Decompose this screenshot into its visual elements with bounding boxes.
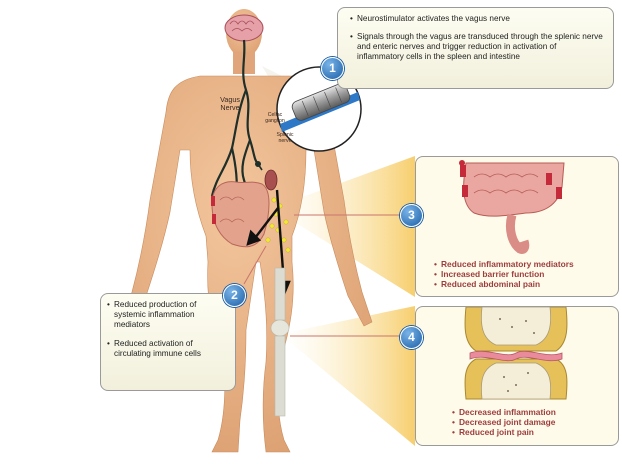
intestine-effects-list: Reduced inflammatory mediators Increased…	[434, 259, 614, 289]
intestine-effect-3: Reduced abdominal pain	[434, 279, 614, 289]
callout2-bullet-2: Reduced activation of circulating immune…	[107, 339, 230, 359]
step-badge-3: 3	[400, 204, 423, 227]
step-badge-2: 2	[223, 284, 246, 307]
callout-neurostimulator: Neurostimulator activates the vagus nerv…	[337, 7, 614, 89]
intestine-effect-2: Increased barrier function	[434, 269, 614, 279]
intestine-effect-1: Reduced inflammatory mediators	[434, 259, 614, 269]
joint-illustration	[416, 307, 620, 403]
callout-intestine: Reduced inflammatory mediators Increased…	[415, 156, 619, 297]
step-badge-1: 1	[321, 57, 344, 80]
joint-effect-1: Decreased inflammation	[452, 407, 614, 417]
joint-effect-3: Reduced joint pain	[452, 427, 614, 437]
callout2-bullet-1: Reduced production of systemic inflammat…	[107, 300, 230, 330]
splenic-nerve-label: Splenic nerve	[274, 132, 296, 144]
callout-systemic-effects: Reduced production of systemic inflammat…	[100, 293, 236, 391]
beam-to-joint	[280, 306, 415, 446]
step-badge-4: 4	[400, 326, 423, 349]
intestine-illustration	[416, 157, 620, 257]
vagus-nerve-label: Vagus Nerve	[212, 96, 248, 112]
spleen-icon	[265, 170, 277, 190]
callout1-bullet-2: Signals through the vagus are transduced…	[350, 32, 605, 62]
callout1-bullet-1: Neurostimulator activates the vagus nerv…	[350, 14, 605, 24]
callout-joint: Decreased inflammation Decreased joint d…	[415, 306, 619, 446]
celiac-ganglion-label: Celiac ganglion	[262, 112, 288, 124]
joint-effects-list: Decreased inflammation Decreased joint d…	[452, 407, 614, 437]
joint-effect-2: Decreased joint damage	[452, 417, 614, 427]
brain-icon	[225, 15, 263, 41]
